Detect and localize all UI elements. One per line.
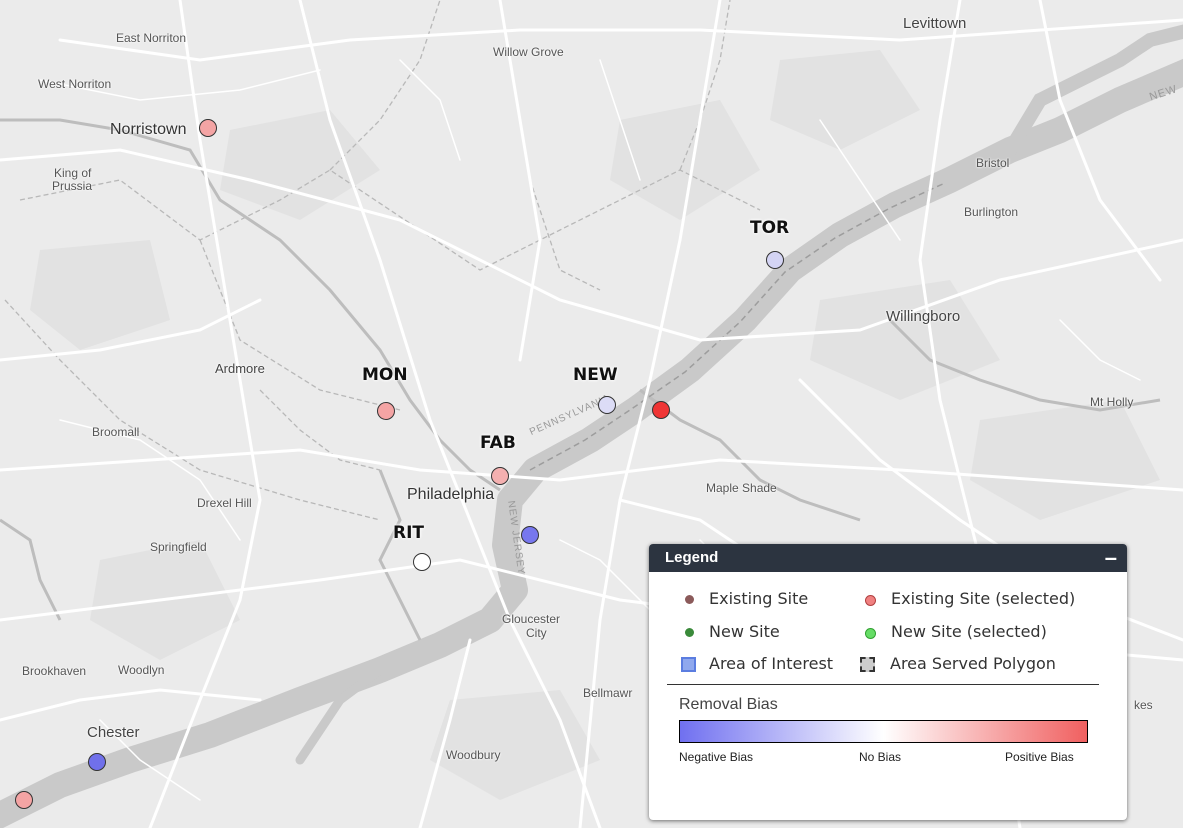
place-brookhaven: Brookhaven: [22, 664, 87, 678]
place-bristol: Bristol: [976, 156, 1010, 170]
new-site-swatch: [685, 628, 694, 637]
place-chester: Chester: [87, 724, 140, 741]
site-label-tor: TOR: [750, 218, 790, 238]
legend-existing-site-selected: Existing Site (selected): [891, 589, 1076, 608]
legend-existing-site: Existing Site: [709, 589, 809, 608]
site-marker-chester[interactable]: [88, 753, 106, 771]
place-springfield: Springfield: [150, 540, 207, 554]
site-label-mon: MON: [362, 365, 408, 385]
site-marker-delair[interactable]: [652, 401, 670, 419]
legend-collapse-button[interactable]: –: [1104, 545, 1117, 570]
site-marker-norristown[interactable]: [199, 119, 217, 137]
place-bellmawr: Bellmawr: [583, 686, 633, 700]
legend-divider: [667, 684, 1099, 685]
new-site-selected-swatch: [865, 628, 876, 639]
place-norristown: Norristown: [110, 121, 187, 138]
site-marker-tor[interactable]: [766, 251, 784, 269]
legend-title: Legend: [665, 549, 719, 566]
legend-new-site: New Site: [709, 622, 780, 641]
place-ardmore: Ardmore: [215, 361, 265, 376]
existing-site-selected-swatch: [865, 595, 876, 606]
delaware-river: [0, 58, 1183, 828]
site-label-new: NEW: [573, 365, 618, 385]
existing-site-swatch: [685, 595, 694, 604]
bias-neutral-label: No Bias: [859, 750, 902, 764]
place-maple-shade: Maple Shade: [706, 481, 777, 495]
place-king-of-prussia: King of: [54, 166, 92, 180]
place-levittown: Levittown: [903, 15, 967, 32]
site-marker-camden[interactable]: [521, 526, 539, 544]
site-label-fab: FAB: [480, 433, 516, 453]
site-marker-new[interactable]: [598, 396, 616, 414]
site-marker-fab[interactable]: [491, 467, 509, 485]
place-willingboro: Willingboro: [886, 308, 961, 325]
place-willow-grove: Willow Grove: [493, 45, 564, 59]
place-philadelphia: Philadelphia: [407, 486, 495, 503]
removal-bias-title: Removal Bias: [679, 696, 778, 713]
site-label-rit: RIT: [393, 523, 425, 543]
bias-negative-label: Negative Bias: [679, 750, 754, 764]
place-burlington: Burlington: [964, 205, 1019, 219]
site-marker-rit[interactable]: [413, 553, 431, 571]
bias-positive-label: Positive Bias: [1005, 750, 1074, 764]
legend-header: Legend –: [649, 544, 1127, 572]
place-woodbury: Woodbury: [446, 748, 501, 762]
place-gloucester-city: Gloucester: [502, 612, 561, 626]
place-king-of-prussia-2: Prussia: [52, 179, 93, 193]
legend-new-site-selected: New Site (selected): [891, 622, 1047, 641]
removal-bias-gradient: [679, 720, 1088, 743]
place-broomall: Broomall: [92, 425, 140, 439]
place-east-norriton: East Norriton: [116, 31, 187, 45]
area-of-interest-swatch: [681, 657, 696, 672]
site-marker-mon[interactable]: [377, 402, 395, 420]
place-drexel-hill: Drexel Hill: [197, 496, 252, 510]
area-served-polygon-swatch: [860, 657, 875, 672]
place-partial-label: kes: [1134, 698, 1153, 712]
legend-area-of-interest: Area of Interest: [709, 654, 834, 673]
legend-panel: Legend – Existing Site Existing Site (se…: [649, 544, 1127, 820]
place-west-norriton: West Norriton: [38, 77, 112, 91]
site-marker-marcus-hook[interactable]: [15, 791, 33, 809]
place-mt-holly: Mt Holly: [1090, 395, 1134, 409]
legend-area-served-polygon: Area Served Polygon: [890, 654, 1056, 673]
place-woodlyn: Woodlyn: [118, 663, 165, 677]
place-gloucester-city-2: City: [526, 626, 547, 640]
